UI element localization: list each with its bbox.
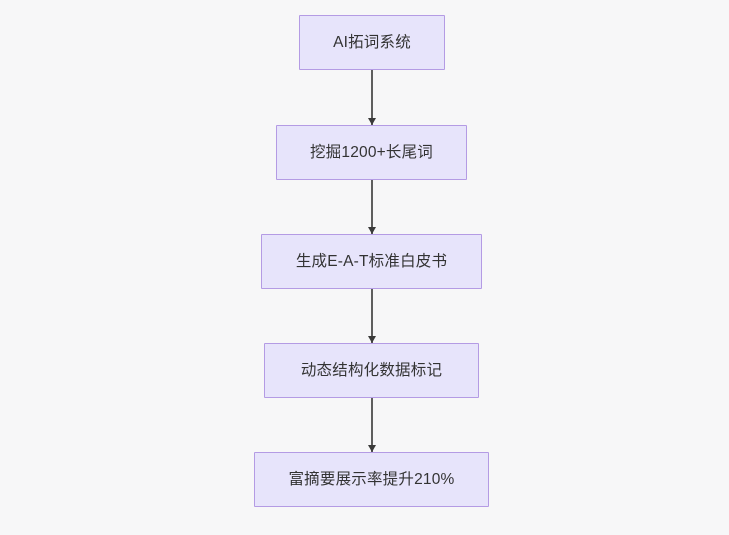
arrowhead-icon xyxy=(367,227,376,234)
flowchart-node-label: AI拓词系统 xyxy=(333,33,411,51)
arrowhead-icon xyxy=(367,118,376,125)
flowchart-node-label: 富摘要展示率提升210% xyxy=(288,470,455,488)
connector-line xyxy=(371,398,373,452)
connector-line xyxy=(371,180,373,234)
connector-line xyxy=(371,70,373,125)
arrowhead-icon xyxy=(367,336,376,343)
flowchart-node-dynamic-structured-data-markup[interactable]: 动态结构化数据标记 xyxy=(264,343,479,398)
flowchart-node-ai-keyword-system[interactable]: AI拓词系统 xyxy=(299,15,445,70)
flowchart-node-generate-eat-whitepaper[interactable]: 生成E-A-T标准白皮书 xyxy=(261,234,482,289)
flowchart-node-label: 生成E-A-T标准白皮书 xyxy=(295,252,448,270)
flowchart-node-label: 挖掘1200+长尾词 xyxy=(309,143,434,161)
flowchart-node-rich-snippet-rate-increase[interactable]: 富摘要展示率提升210% xyxy=(254,452,489,507)
flowchart-node-mine-longtail-keywords[interactable]: 挖掘1200+长尾词 xyxy=(276,125,467,180)
connector-line xyxy=(371,289,373,343)
arrowhead-icon xyxy=(367,445,376,452)
flowchart-node-label: 动态结构化数据标记 xyxy=(300,361,443,379)
